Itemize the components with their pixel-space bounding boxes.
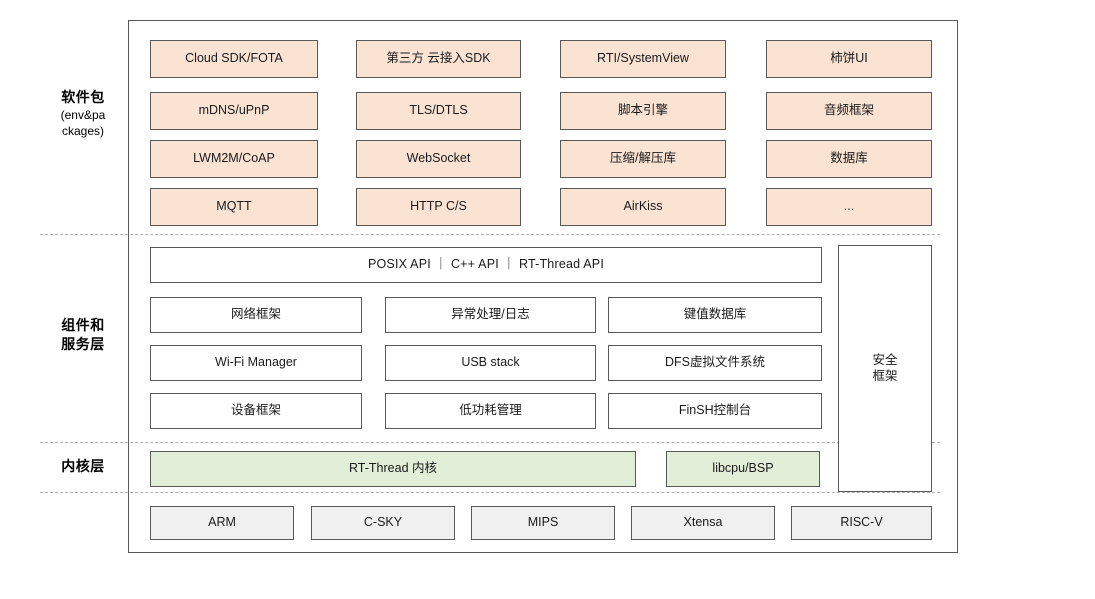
component-box-dfs-virtual-filesystem[interactable]: DFS虚拟文件系统 xyxy=(608,345,822,381)
security-framework-line2: 框架 xyxy=(872,368,898,383)
component-box-usb-stack[interactable]: USB stack xyxy=(385,345,596,381)
kernel-box-libcpu-bsp[interactable]: libcpu/BSP xyxy=(666,451,820,487)
api-bar[interactable]: POSIX API ｜ C++ API ｜ RT-Thread API xyxy=(150,247,822,283)
component-box-device-framework[interactable]: 设备框架 xyxy=(150,393,362,429)
row-label-components-services-line2: 服务层 xyxy=(61,335,105,352)
package-box-websocket[interactable]: WebSocket xyxy=(356,140,521,178)
package-box-http-cs[interactable]: HTTP C/S xyxy=(356,188,521,226)
package-box-audio-framework[interactable]: 音频框架 xyxy=(766,92,932,130)
security-framework-box[interactable]: 安全 框架 xyxy=(838,245,932,492)
kernel-box-rt-thread-kernel[interactable]: RT-Thread 内核 xyxy=(150,451,636,487)
component-box-network-framework[interactable]: 网络框架 xyxy=(150,297,362,333)
package-box-more[interactable]: ... xyxy=(766,188,932,226)
separator-packages-components xyxy=(40,234,940,235)
row-label-components-services-line1: 组件和 xyxy=(61,317,105,333)
row-label-software-packages-sub2: ckages) xyxy=(61,124,105,139)
component-box-key-value-database[interactable]: 键值数据库 xyxy=(608,297,822,333)
label-column-divider-components xyxy=(128,234,129,442)
component-box-exception-log[interactable]: 异常处理/日志 xyxy=(385,297,596,333)
cpu-box-xtensa[interactable]: Xtensa xyxy=(631,506,775,540)
row-label-kernel-main: 内核层 xyxy=(61,458,105,474)
package-box-third-party-cloud-sdk[interactable]: 第三方 云接入SDK xyxy=(356,40,521,78)
package-box-database[interactable]: 数据库 xyxy=(766,140,932,178)
cpu-box-arm[interactable]: ARM xyxy=(150,506,294,540)
label-column-divider-kernel xyxy=(128,442,129,492)
separator-components-kernel xyxy=(40,442,940,443)
row-label-kernel: 内核层 xyxy=(38,457,128,476)
package-box-tls-dtls[interactable]: TLS/DTLS xyxy=(356,92,521,130)
package-box-lwm2m-coap[interactable]: LWM2M/CoAP xyxy=(150,140,318,178)
package-box-compression-library[interactable]: 压缩/解压库 xyxy=(560,140,726,178)
separator-kernel-cpu xyxy=(40,492,940,493)
row-label-software-packages: 软件包 (env&pa ckages) xyxy=(38,88,128,139)
package-box-mqtt[interactable]: MQTT xyxy=(150,188,318,226)
row-label-software-packages-main: 软件包 xyxy=(61,89,105,105)
row-label-software-packages-sub1: (env&pa xyxy=(60,107,106,122)
cpu-box-risc-v[interactable]: RISC-V xyxy=(791,506,932,540)
component-box-finsh-console[interactable]: FinSH控制台 xyxy=(608,393,822,429)
package-box-script-engine[interactable]: 脚本引擎 xyxy=(560,92,726,130)
package-box-cloud-sdk-fota[interactable]: Cloud SDK/FOTA xyxy=(150,40,318,78)
security-framework-line1: 安全 xyxy=(872,352,898,367)
package-box-mdns-upnp[interactable]: mDNS/uPnP xyxy=(150,92,318,130)
label-column-divider-packages xyxy=(128,20,129,234)
row-label-components-services: 组件和 服务层 xyxy=(38,316,128,354)
component-box-wifi-manager[interactable]: Wi-Fi Manager xyxy=(150,345,362,381)
label-column-divider-cpu xyxy=(128,492,129,553)
package-box-airkiss[interactable]: AirKiss xyxy=(560,188,726,226)
package-box-persimmon-ui[interactable]: 柿饼UI xyxy=(766,40,932,78)
component-box-low-power-management[interactable]: 低功耗管理 xyxy=(385,393,596,429)
cpu-box-mips[interactable]: MIPS xyxy=(471,506,615,540)
cpu-box-c-sky[interactable]: C-SKY xyxy=(311,506,455,540)
package-box-rti-systemview[interactable]: RTI/SystemView xyxy=(560,40,726,78)
